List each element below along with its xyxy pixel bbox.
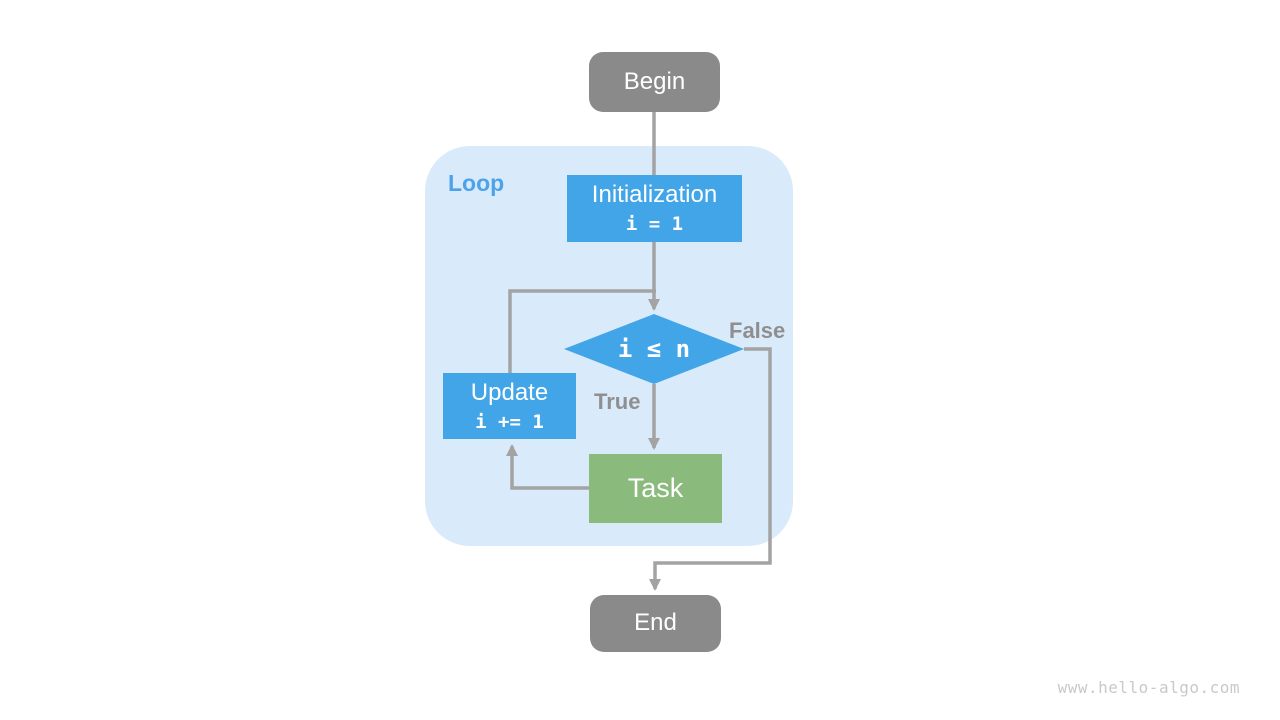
end-node: End <box>590 595 721 652</box>
condition-node-label: i ≤ n <box>617 335 691 363</box>
true-branch-label: True <box>594 389 641 414</box>
loop-group-label: Loop <box>448 170 505 196</box>
end-node-label: End <box>634 609 677 637</box>
watermark: www.hello-algo.com <box>1057 678 1240 697</box>
task-node-label: Task <box>627 473 684 504</box>
false-branch-label: False <box>729 318 786 343</box>
initialization-node-label: Initialization <box>591 181 718 209</box>
initialization-node-code: i = 1 <box>625 213 684 235</box>
update-node-label: Update <box>470 378 549 406</box>
begin-node-label: Begin <box>623 67 686 95</box>
task-node: Task <box>589 454 722 523</box>
update-node: Update i += 1 <box>443 373 576 439</box>
begin-node: Begin <box>589 52 720 112</box>
update-node-code: i += 1 <box>475 410 544 433</box>
initialization-node: Initialization i = 1 <box>567 175 742 242</box>
